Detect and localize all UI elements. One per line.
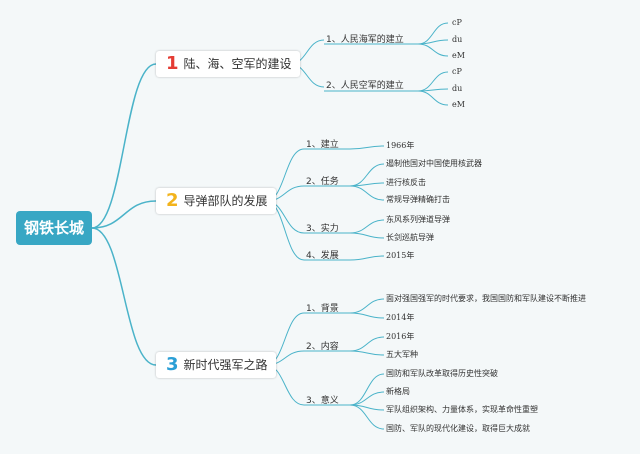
branch-3-number: 3 (166, 354, 179, 375)
link-b3-sub-3-leaf-1 (349, 373, 385, 406)
branch-1-node: 1 陆、海、空军的建设 (156, 51, 300, 77)
branch-1-sub-1-leaf-1: cP (452, 18, 462, 27)
branch-2-node: 2 导弹部队的发展 (156, 188, 276, 214)
branch-3-sub-3-leaf-2: 新格局 (386, 387, 410, 396)
link-b2-sub-3-leaf-1 (349, 219, 385, 234)
branch-3-sub-1-leaf-2: 2014年 (386, 313, 415, 322)
branch-1-title: 陆、海、空军的建设 (183, 57, 292, 71)
branch-2-sub-2: 2、任务 (306, 177, 339, 187)
branch-3-sub-1: 1、背景 (306, 304, 339, 314)
link-b1-sub-2-leaf-3 (417, 90, 449, 106)
link-b1-sub-1-leaf-1 (417, 22, 449, 45)
branch-3-sub-2-leaf-2: 五大军种 (386, 350, 418, 359)
branch-3-sub-1-leaf-1: 面对强国强军的时代要求，我国国防和军队建设不断推进 (386, 294, 586, 303)
branch-3-sub-3-leaf-4: 国防、军队的现代化建设，取得巨大成就 (386, 424, 530, 433)
link-b1-sub-1-leaf-3 (417, 43, 449, 57)
link-root-branch-3 (91, 227, 157, 366)
link-b2-sub-3-leaf-2 (349, 232, 385, 239)
branch-1-sub-1-leaf-3: eM (452, 51, 465, 60)
link-root-branch-1 (91, 63, 157, 229)
link-b3-sub-3-leaf-2 (349, 391, 385, 406)
branch-2-number: 2 (166, 190, 179, 211)
link-b3-sub-3-leaf-4 (349, 404, 385, 430)
link-root-branch-2 (91, 200, 157, 229)
branch-1-sub-2-leaf-2: du (452, 84, 463, 93)
branch-3-sub-3: 3、意义 (306, 396, 339, 406)
branch-2-sub-2-leaf-2: 进行核反击 (386, 178, 426, 187)
link-b3-sub-1-leaf-1 (349, 298, 385, 314)
branch-2-sub-3-leaf-2: 长剑巡航导弹 (386, 233, 434, 242)
link-b3-sub-1-leaf-2 (349, 312, 385, 319)
branch-3-sub-3-leaf-1: 国防和军队改革取得历史性突破 (386, 369, 498, 378)
branch-1-sub-1: 1、人民海军的建立 (326, 35, 404, 45)
link-b2-sub-2-leaf-1 (349, 163, 385, 187)
branch-2-sub-4: 4、发展 (306, 251, 339, 261)
root-node: 钢铁长城 (16, 211, 92, 245)
link-b1-sub-2-leaf-1 (417, 71, 449, 92)
branch-3-sub-2-leaf-1: 2016年 (386, 332, 415, 341)
branch-1-number: 1 (166, 53, 179, 74)
branch-3-node: 3 新时代强军之路 (156, 352, 276, 378)
branch-2-sub-1-leaf-1: 1966年 (386, 141, 415, 150)
link-b3-sub-2-leaf-2 (349, 350, 385, 356)
branch-2-sub-1: 1、建立 (306, 140, 339, 150)
link-b3-sub-2-leaf-1 (349, 336, 385, 352)
branch-1-sub-2-leaf-1: cP (452, 67, 462, 76)
link-b2-sub-2-leaf-2 (349, 182, 385, 187)
link-b1-sub-1-leaf-2 (417, 39, 449, 45)
link-b2-sub-2-leaf-3 (349, 185, 385, 201)
branch-1-sub-1-leaf-2: du (452, 35, 463, 44)
branch-2-sub-2-leaf-1: 遏制他国对中国使用核武器 (386, 159, 482, 168)
branch-2-sub-2-leaf-3: 常规导弹精确打击 (386, 195, 450, 204)
branch-2-sub-3-leaf-1: 东风系列弹道导弹 (386, 215, 450, 224)
branch-1-sub-2: 2、人民空军的建立 (326, 81, 404, 91)
branch-3-sub-3-leaf-3: 军队组织架构、力量体系，实现革命性重塑 (386, 405, 538, 414)
branch-1-sub-2-leaf-3: eM (452, 100, 465, 109)
link-b2-sub-4-leaf-1 (349, 255, 385, 261)
branch-2-sub-3: 3、实力 (306, 224, 339, 234)
branch-3-title: 新时代强军之路 (183, 358, 268, 372)
link-b2-sub-1-leaf-1 (349, 145, 385, 150)
branch-2-sub-4-leaf-1: 2015年 (386, 251, 415, 260)
branch-3-sub-2: 2、内容 (306, 342, 339, 352)
branch-2-title: 导弹部队的发展 (183, 194, 268, 208)
